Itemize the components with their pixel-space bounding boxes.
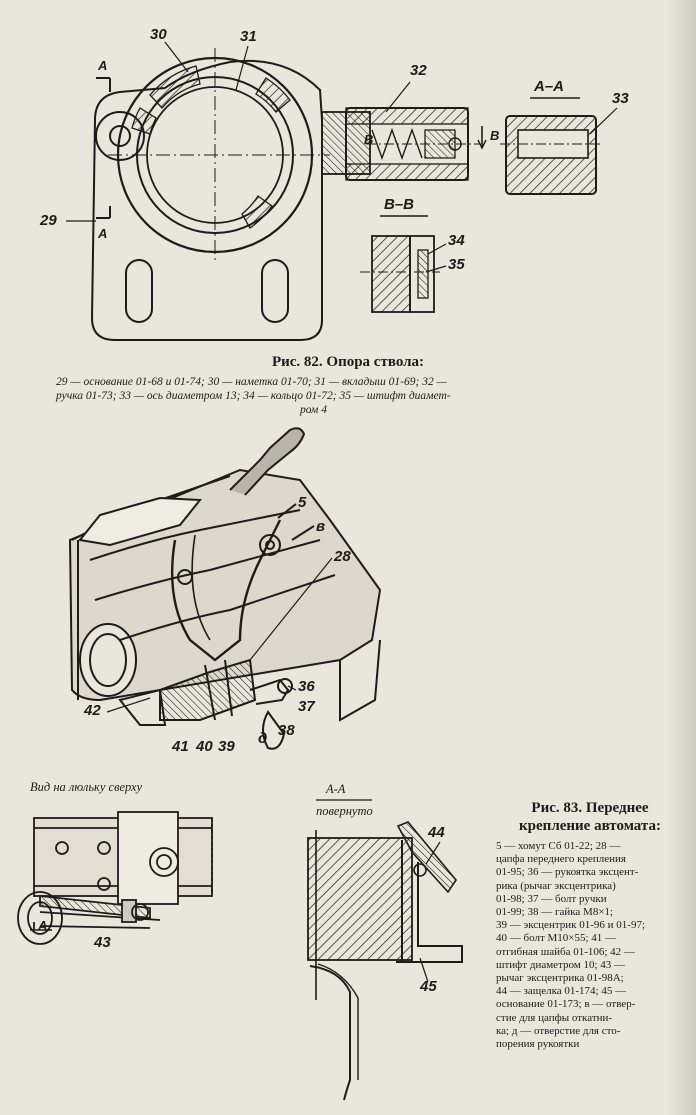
fig83-caption-line: отгибная шайба 01-106; 42 — [496,945,635,958]
fig83-caption-line: рика (рычаг эксцентрика) [496,879,616,892]
fig83-caption-line: 40 — болт M10×55; 41 — [496,932,617,945]
fig83-caption-line: рычаг эксцентрика 01-98А; [496,972,624,985]
fig83-caption-title-2: крепление автомата: [519,818,661,834]
callout-41: 41 [172,738,189,755]
callout-37: 37 [298,698,315,715]
fig83-caption-line: основание 01-173; в — отвер- [496,998,636,1011]
page-edge-shadow [666,0,696,1115]
callout-45: 45 [420,978,437,995]
fig83-section-label-aa: А-А [326,782,346,796]
fig82-caption-line-1: 29 — основание 01-68 и 01-74; 30 — намет… [56,376,447,388]
section-mark-b-right: B [490,128,500,143]
fig83-caption-line: штифт диаметром 10; 43 — [496,958,626,971]
fig82-caption-line-3: ром 4 [300,404,328,416]
callout-42: 42 [84,702,101,719]
fig82-section-aa-drawing [500,97,618,195]
callout-32: 32 [410,62,427,79]
fig83-caption-line: 01-95; 36 — рукоятка эксцент- [496,866,639,879]
fig83-caption-line: стие для цапфы откатни- [496,1011,613,1024]
callout-30: 30 [150,26,167,43]
fig82-base-plate [90,59,323,341]
fig83-caption-line: 01-99; 38 — гайка M8×1; [496,906,614,919]
fig83-caption-body: 5 — хомут Сб 01-22; 28 —цапфа переднего … [496,840,692,1051]
callout-28: 28 [334,548,351,565]
section-mark-a-bottom: A [98,226,108,241]
fig83-caption-line: 5 — хомут Сб 01-22; 28 — [496,840,621,852]
callout-44: 44 [428,824,445,841]
section-mark-a-small: А [38,918,48,933]
section-label-aa: A–A [534,78,565,95]
callout-v: в [316,518,326,535]
fig83-caption-line: порения рукоятки [496,1038,580,1051]
top-view-label: Вид на люльку сверху [30,780,143,794]
fig82-caption-title: Рис. 82. Опора ствола: [271,354,425,370]
callout-31: 31 [240,28,257,45]
callout-40: 40 [196,738,213,755]
callout-43: 43 [94,934,111,951]
callout-29: 29 [40,212,57,229]
fig82-handle [321,81,487,181]
fig83-caption-title-1: Рис. 83. Переднее [531,800,649,816]
fig83-caption-line: 44 — защелка 01-174; 45 — [496,985,627,998]
fig82-section-bb-drawing [360,215,447,313]
callout-35: 35 [448,256,465,273]
callout-36: 36 [298,678,315,695]
fig82-section-marks [96,77,111,219]
callout-38: 38 [278,722,295,739]
fig83-caption-line: цапфа переднего крепления [496,853,626,866]
section-mark-b-left: B [364,132,374,147]
callout-d: д [258,730,268,747]
fig82-caption-line-2: ручка 01-73; 33 — ось диаметром 13; 34 —… [56,390,451,402]
callout-39: 39 [218,738,235,755]
fig83-caption-line: ка; д — отверстие для сто- [496,1024,621,1037]
fig83-top-view [17,811,213,945]
callout-33: 33 [612,90,629,107]
fig83-cradle-perspective [68,427,382,750]
fig83-caption-line: 01-98; 37 — болт ручки [496,892,607,905]
fig83-section-rotated: повернуто [316,804,373,818]
fig83-section-aa-latch [307,799,463,1101]
fig83-caption-line: 39 — эксцентрик 01-96 и 01-97; [496,919,646,932]
fig82-ring-clamp [66,41,330,262]
callout-34: 34 [448,232,465,249]
callout-5: 5 [298,494,307,511]
section-mark-a-top: A [98,58,108,73]
section-label-bb: B–B [384,196,415,213]
